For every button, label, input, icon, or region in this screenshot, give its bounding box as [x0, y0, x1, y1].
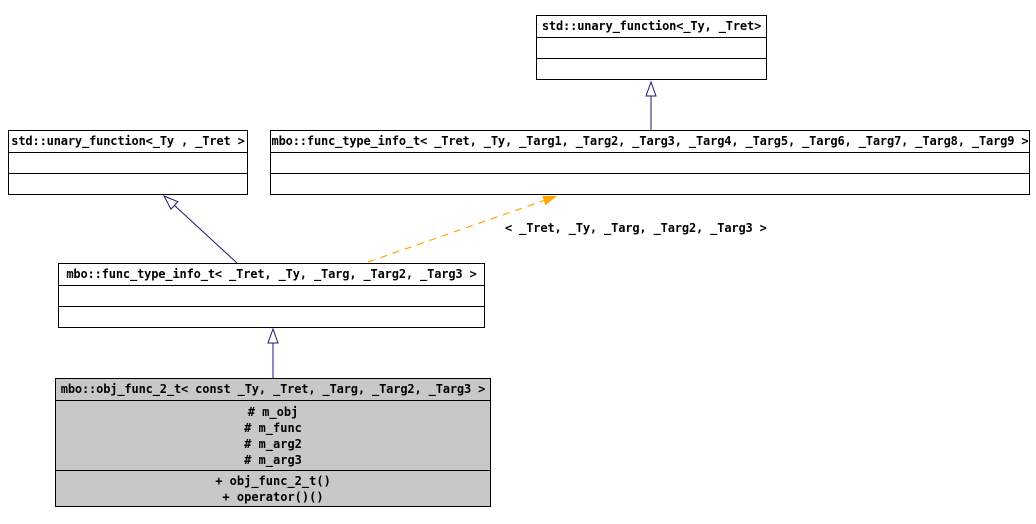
attribute-row: # m_obj	[247, 405, 299, 419]
attribute-row: # m_arg2	[244, 437, 302, 451]
inheritance-arrowhead-left	[162, 195, 179, 210]
attributes-compartment-empty	[537, 38, 766, 59]
attributes-compartment-empty	[271, 153, 1029, 174]
attributes-compartment-empty	[9, 153, 247, 174]
class-title: std::unary_function<_Ty, _Tret>	[537, 16, 766, 38]
attributes-compartment: # m_obj # m_func # m_arg2 # m_arg3	[56, 401, 490, 471]
attributes-compartment-empty	[59, 286, 484, 307]
methods-compartment-empty	[59, 307, 484, 327]
methods-compartment-empty	[9, 174, 247, 194]
method-row: + obj_func_2_t()	[215, 474, 331, 488]
methods-compartment-empty	[537, 59, 766, 79]
attribute-row: # m_arg3	[244, 453, 302, 467]
methods-compartment-empty	[271, 174, 1029, 194]
method-row: + operator()()	[222, 490, 324, 504]
class-title: mbo::obj_func_2_t< const _Ty, _Tret, _Ta…	[56, 379, 490, 401]
class-node-std-unary-function-top[interactable]: std::unary_function<_Ty, _Tret>	[536, 15, 767, 80]
template-instantiation-arrowhead	[542, 195, 557, 206]
class-title: mbo::func_type_info_t< _Tret, _Ty, _Targ…	[271, 131, 1029, 153]
class-node-std-unary-function-left[interactable]: std::unary_function<_Ty , _Tret >	[8, 130, 248, 195]
class-title: std::unary_function<_Ty , _Tret >	[9, 131, 247, 153]
inheritance-edge-mid-to-left	[174, 205, 238, 264]
inheritance-arrowhead-top	[645, 80, 657, 97]
class-node-func-type-info-t-9args[interactable]: mbo::func_type_info_t< _Tret, _Ty, _Targ…	[270, 130, 1030, 195]
class-node-func-type-info-t-3args[interactable]: mbo::func_type_info_t< _Tret, _Ty, _Targ…	[58, 263, 485, 328]
template-args-label: < _Tret, _Ty, _Targ, _Targ2, _Targ3 >	[505, 221, 767, 235]
inheritance-arrowhead-mid	[267, 327, 279, 344]
class-node-obj-func-2-t[interactable]: mbo::obj_func_2_t< const _Ty, _Tret, _Ta…	[55, 378, 491, 507]
attribute-row: # m_func	[244, 421, 302, 435]
methods-compartment: + obj_func_2_t() + operator()()	[56, 471, 490, 506]
class-title: mbo::func_type_info_t< _Tret, _Ty, _Targ…	[59, 264, 484, 286]
